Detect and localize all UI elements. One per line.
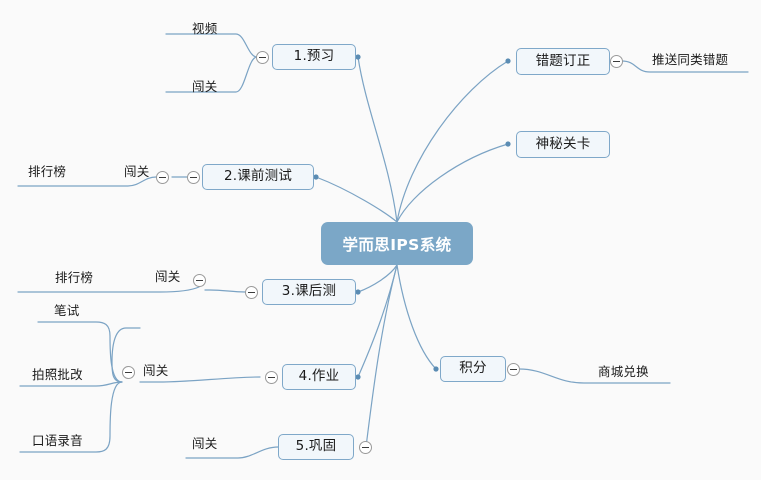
connector-dot-smgk xyxy=(505,141,511,147)
node-yuxi-child-shipin[interactable]: 视频 xyxy=(192,21,218,36)
branch-chuangguan-to-paizhaopigai xyxy=(19,381,123,387)
branch-chuangguan-junction-up xyxy=(111,327,141,383)
node-yuxi-child-chuangguan[interactable]: 闯关 xyxy=(192,79,218,94)
connector-dot-kqcs xyxy=(313,174,319,180)
branch-chuangguan-to-bishi xyxy=(37,321,123,383)
node-zuoye-child-paizhaopigai[interactable]: 拍照批改 xyxy=(32,367,83,382)
toggle-kqcs[interactable] xyxy=(187,171,200,184)
branch-yuxi-to-chuangguan xyxy=(165,56,258,93)
branch-chuangguan-to-kouyuluyin xyxy=(19,381,123,453)
node-kqcs-child-chuangguan[interactable]: 闯关 xyxy=(124,164,150,179)
node-kqcs-child-paihangbang[interactable]: 排行榜 xyxy=(28,164,67,179)
branch-chuangguan-to-paihangbang-khc xyxy=(17,286,200,293)
branch-central-to-jifen xyxy=(396,264,437,370)
node-zuoye-child-kouyuluyin[interactable]: 口语录音 xyxy=(32,433,83,448)
branch-zuoye-to-chuangguan xyxy=(139,376,261,383)
node-yuxi[interactable]: 1.预习 xyxy=(272,44,356,70)
branch-yuxi-to-shipin xyxy=(165,33,258,58)
connector-dot-ctdz xyxy=(505,58,511,64)
branch-central-to-khc xyxy=(357,264,398,293)
connector-dot-jifen xyxy=(433,366,439,372)
branch-ctdz-to-tuisong xyxy=(621,60,749,73)
node-gonggu[interactable]: 5.巩固 xyxy=(278,434,354,460)
node-gonggu-child-chuangguan[interactable]: 闯关 xyxy=(192,436,218,451)
branch-chuangguan-to-paihangbang-kqcs xyxy=(17,176,157,187)
branch-central-to-smgk xyxy=(396,143,509,223)
toggle-khc-chuangguan[interactable] xyxy=(193,274,206,287)
toggle-ctdz[interactable] xyxy=(610,55,623,68)
toggle-khc[interactable] xyxy=(245,286,258,299)
branch-khc-to-chuangguan xyxy=(204,289,246,293)
node-zuoye[interactable]: 4.作业 xyxy=(282,364,356,390)
connector-dot-zuoye xyxy=(355,374,361,380)
node-ctdz-child-tuisong[interactable]: 推送同类错题 xyxy=(652,52,729,67)
toggle-jifen[interactable] xyxy=(507,363,520,376)
toggle-zuoye[interactable] xyxy=(265,371,278,384)
node-khc[interactable]: 3.课后测 xyxy=(262,279,356,305)
node-ctdz[interactable]: 错题订正 xyxy=(516,48,610,75)
central-node[interactable]: 学而思IPS系统 xyxy=(321,222,473,265)
toggle-gonggu[interactable] xyxy=(359,441,372,454)
branch-jifen-to-shangcheng xyxy=(518,368,671,384)
branch-central-to-yuxi xyxy=(357,56,398,223)
branch-central-to-kqcs xyxy=(315,176,398,223)
node-khc-child-paihangbang[interactable]: 排行榜 xyxy=(55,270,94,285)
node-khc-child-chuangguan[interactable]: 闯关 xyxy=(155,269,181,284)
branch-central-to-gonggu xyxy=(365,264,398,448)
branch-gonggu-to-chuangguan xyxy=(185,446,279,459)
toggle-yuxi[interactable] xyxy=(256,51,269,64)
toggle-zuoye-chuangguan[interactable] xyxy=(122,366,135,379)
node-smgk[interactable]: 神秘关卡 xyxy=(516,131,610,158)
node-jifen-child-shangcheng[interactable]: 商城兑换 xyxy=(598,364,649,379)
node-jifen[interactable]: 积分 xyxy=(440,356,506,382)
connector-dot-yuxi xyxy=(355,54,361,60)
connector-dot-khc xyxy=(355,289,361,295)
node-zuoye-child-chuangguan[interactable]: 闯关 xyxy=(143,363,169,378)
branch-central-to-ctdz xyxy=(396,60,509,223)
toggle-kqcs-chuangguan[interactable] xyxy=(156,171,169,184)
node-zuoye-child-bishi[interactable]: 笔试 xyxy=(54,303,80,318)
node-kqcs[interactable]: 2.课前测试 xyxy=(202,164,314,190)
